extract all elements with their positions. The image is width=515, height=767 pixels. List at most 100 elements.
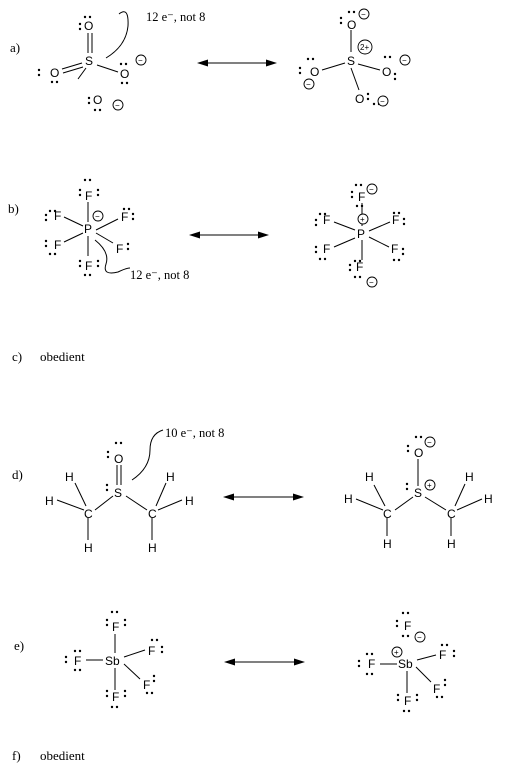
charge-sign: − bbox=[402, 56, 407, 65]
atom-c: C bbox=[148, 507, 157, 521]
negative-charge bbox=[424, 436, 436, 448]
atom-o: O bbox=[310, 65, 319, 79]
charge-sign: − bbox=[380, 97, 385, 106]
atom-o: O bbox=[347, 18, 356, 32]
atom-sb: Sb bbox=[105, 654, 120, 668]
atom-f: F bbox=[433, 682, 440, 696]
atom-f: F bbox=[116, 242, 123, 256]
charge-sign: 2+ bbox=[360, 43, 369, 52]
negative-charge bbox=[303, 78, 315, 90]
charge-sign: − bbox=[369, 278, 374, 287]
atom-o: O bbox=[50, 66, 59, 80]
structure-d-right: S O C C H H H H H H − + bbox=[344, 435, 493, 551]
positive-charge bbox=[357, 213, 369, 225]
negative-charge bbox=[358, 8, 370, 20]
charge-sign: + bbox=[427, 481, 432, 490]
negative-charge bbox=[112, 99, 124, 111]
atom-c: C bbox=[383, 507, 392, 521]
atom-o: O bbox=[355, 92, 364, 106]
annotation-10-electrons: 10 e⁻, not 8 bbox=[165, 426, 224, 440]
atom-o: O bbox=[84, 19, 93, 33]
atom-f: F bbox=[54, 209, 61, 223]
atom-f: F bbox=[391, 242, 398, 256]
atom-f: F bbox=[356, 260, 363, 274]
atom-f: F bbox=[404, 619, 411, 633]
resonance-arrow-b bbox=[189, 231, 269, 239]
annotation-pointer bbox=[94, 239, 131, 274]
resonance-arrow-a bbox=[197, 59, 277, 67]
atom-f: F bbox=[368, 657, 375, 671]
note-f-obedient: obedient bbox=[40, 748, 85, 763]
note-c-obedient: obedient bbox=[40, 349, 85, 364]
charge-sign: − bbox=[369, 185, 374, 194]
annotation-pointer bbox=[131, 429, 164, 481]
atom-o: O bbox=[114, 452, 123, 466]
atom-h: H bbox=[383, 537, 392, 551]
atom-o: O bbox=[93, 93, 102, 107]
resonance-arrow-d bbox=[223, 493, 304, 501]
two-plus-charge bbox=[357, 39, 373, 55]
atom-f: F bbox=[74, 654, 81, 668]
label-c: c) bbox=[12, 349, 22, 364]
charge-sign: + bbox=[394, 648, 399, 657]
atom-f: F bbox=[121, 210, 128, 224]
charge-sign: + bbox=[360, 215, 365, 224]
negative-charge bbox=[135, 54, 147, 66]
atom-h: H bbox=[166, 470, 175, 484]
structure-e-left: Sb F F F F F bbox=[64, 610, 164, 709]
negative-charge bbox=[92, 210, 104, 222]
atom-s: S bbox=[85, 54, 93, 68]
charge-sign: − bbox=[115, 101, 120, 110]
label-d: d) bbox=[12, 467, 23, 482]
atom-h: H bbox=[484, 492, 493, 506]
annotation-pointer bbox=[105, 11, 129, 59]
structure-d-left: S O C C H H H H H H 10 e⁻, not 8 bbox=[45, 426, 224, 555]
atom-f: F bbox=[404, 694, 411, 708]
annotation-12-electrons: 12 e⁻, not 8 bbox=[130, 268, 189, 282]
atom-f: F bbox=[112, 620, 119, 634]
structure-b-left: P F F F F F F − 12 e⁻, not 8 bbox=[44, 178, 189, 282]
negative-charge bbox=[366, 183, 378, 195]
annotation-12-electrons: 12 e⁻, not 8 bbox=[146, 10, 205, 24]
atom-o: O bbox=[382, 65, 391, 79]
structure-e-right: Sb F F F F F − + bbox=[357, 611, 456, 713]
atom-f: F bbox=[392, 213, 399, 227]
atom-h: H bbox=[84, 541, 93, 555]
atom-f: F bbox=[85, 259, 92, 273]
structure-a-left: S O O O O − − 12 e⁻, not 8 bbox=[37, 10, 205, 112]
structure-b-right: P F F F F F F − + − bbox=[314, 183, 406, 288]
atom-o: O bbox=[414, 446, 423, 460]
atom-f: F bbox=[358, 190, 365, 204]
negative-charge bbox=[414, 631, 426, 643]
atom-h: H bbox=[185, 494, 194, 508]
label-b: b) bbox=[8, 201, 19, 216]
resonance-arrow-e bbox=[224, 658, 305, 666]
positive-charge bbox=[424, 479, 436, 491]
atom-c: C bbox=[447, 507, 456, 521]
atom-f: F bbox=[143, 678, 150, 692]
atom-s: S bbox=[347, 54, 355, 68]
charge-sign: − bbox=[427, 438, 432, 447]
atom-h: H bbox=[148, 541, 157, 555]
atom-h: H bbox=[65, 470, 74, 484]
positive-charge bbox=[391, 646, 403, 658]
negative-charge bbox=[377, 95, 389, 107]
label-a: a) bbox=[10, 40, 20, 55]
atom-f: F bbox=[85, 189, 92, 203]
atom-h: H bbox=[45, 494, 54, 508]
atom-f: F bbox=[148, 644, 155, 658]
atom-sb: Sb bbox=[398, 657, 413, 671]
atom-s: S bbox=[414, 486, 422, 500]
atom-o: O bbox=[120, 67, 129, 81]
negative-charge bbox=[399, 54, 411, 66]
atom-h: H bbox=[344, 492, 353, 506]
atom-h: H bbox=[365, 470, 374, 484]
charge-sign: − bbox=[95, 212, 100, 221]
atom-f: F bbox=[112, 690, 119, 704]
atom-f: F bbox=[439, 648, 446, 662]
charge-sign: − bbox=[138, 56, 143, 65]
charge-sign: − bbox=[417, 633, 422, 642]
atom-c: C bbox=[84, 507, 93, 521]
structure-a-right: S O O O O − 2+ − − − bbox=[298, 8, 411, 107]
